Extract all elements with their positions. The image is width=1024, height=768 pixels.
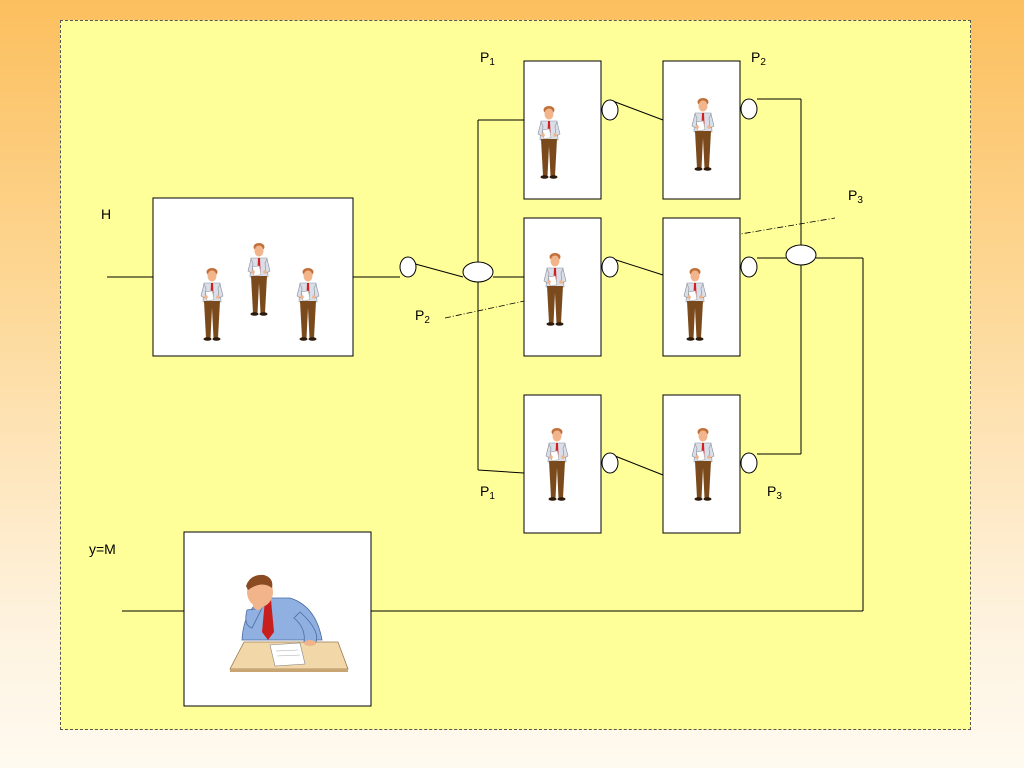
label-output-y: y=M (89, 541, 116, 557)
label-p-top-left: P1 (480, 49, 495, 68)
connector-top-2 (740, 98, 758, 120)
label-p-right-mid: P3 (848, 187, 863, 206)
connectors (399, 98, 817, 474)
dashdot-pointers (444, 217, 836, 319)
stage-box-top-1 (523, 60, 602, 200)
connector-mid-1 (601, 256, 619, 278)
label-input-h: H (101, 206, 112, 222)
connector-input (399, 256, 417, 278)
connector-hub-left (462, 261, 494, 283)
thinking-man-at-desk-icon (229, 574, 349, 672)
label-p-bottom-right: P3 (767, 483, 782, 502)
connector-bottom-2 (740, 452, 758, 474)
connector-bottom-1 (601, 452, 619, 474)
connector-lines (107, 98, 864, 612)
connector-hub-right (785, 244, 817, 266)
connector-top-1 (601, 99, 619, 121)
label-p-left-mid: P2 (415, 307, 430, 326)
label-p-top-right: P2 (751, 49, 766, 68)
connector-mid-2 (740, 256, 758, 278)
label-p-bottom-left: P1 (480, 483, 495, 502)
